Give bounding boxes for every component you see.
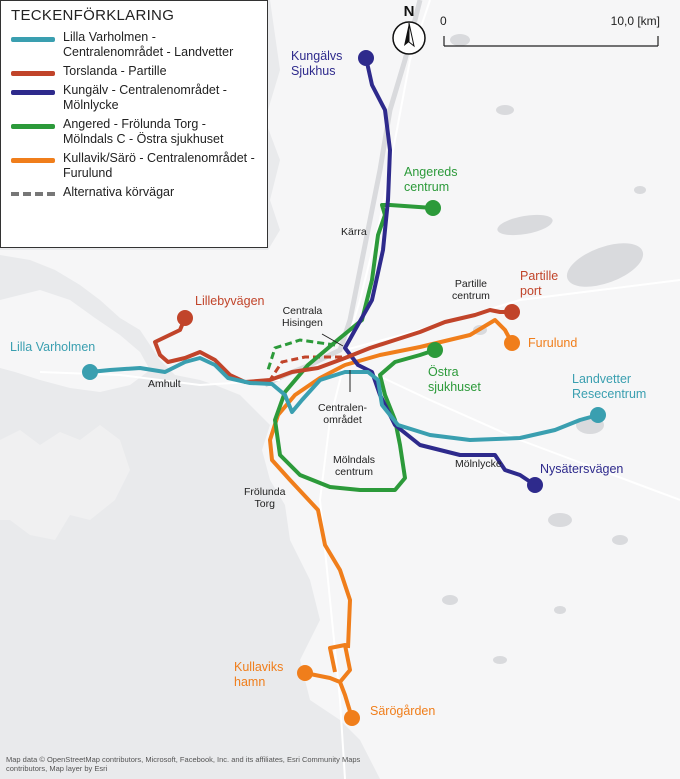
- legend-item-green: Angered - Frölunda Torg - Mölndals C - Ö…: [11, 117, 257, 147]
- legend-item-purple: Kungälv - Centralenområdet - Mölnlycke: [11, 83, 257, 113]
- label-lilla-varholmen: Lilla Varholmen: [10, 340, 96, 354]
- route-red: [153, 308, 512, 384]
- legend-label: Alternativa körvägar: [63, 185, 175, 199]
- compass-icon: [392, 21, 426, 55]
- legend-swatch-orange: [11, 158, 55, 163]
- stop-nysatersvagen: [527, 477, 543, 493]
- alt-route-green: [266, 338, 336, 371]
- alt-route-red: [268, 355, 342, 381]
- legend-title: TECKENFÖRKLARING: [11, 7, 175, 24]
- terminal-stops: [82, 50, 606, 726]
- legend-swatch-red: [11, 71, 55, 76]
- legend-swatch-purple: [11, 90, 55, 95]
- label-molndals-centrum: Mölndals centrum: [333, 454, 376, 478]
- label-karra: Kärra: [341, 226, 367, 238]
- north-arrow: N: [391, 4, 427, 58]
- stop-ostra-sjukhuset: [427, 342, 443, 358]
- label-furulund: Furulund: [528, 336, 578, 350]
- legend-item-alternative: Alternativa körvägar: [11, 185, 257, 200]
- legend-label: Kungälv - Centralenområdet - Mölnlycke: [63, 83, 227, 112]
- route-teal: [89, 356, 599, 442]
- legend-swatch-dashed: [11, 192, 55, 196]
- route-green: [273, 203, 436, 492]
- label-partille-port: Partille port: [520, 269, 559, 298]
- label-nysatersvagen: Nysätersvägen: [540, 462, 624, 476]
- label-kungalvs-sjukhus: Kungälvs Sjukhus: [291, 49, 343, 78]
- map-legend: TECKENFÖRKLARING Lilla Varholmen - Centr…: [0, 0, 268, 248]
- label-ostra-sjukhuset: Östra sjukhuset: [428, 365, 481, 394]
- label-kullaviks-hamn: Kullaviks hamn: [234, 660, 284, 689]
- label-centrala-hisingen: Centrala Hisingen: [282, 305, 323, 329]
- stop-kungalvs-sjukhus: [358, 50, 374, 66]
- label-centralenomradet: Centralen- området: [318, 402, 368, 426]
- scale-end-label: 10,0 [km]: [610, 14, 660, 28]
- label-lillebyvagen: Lillebyvägen: [195, 294, 265, 308]
- land-hisingen-west: [0, 290, 150, 392]
- stop-furulund: [504, 335, 520, 351]
- label-partille-centrum: Partille centrum: [452, 278, 490, 302]
- scale-start-label: 0: [440, 14, 447, 28]
- label-frolunda-torg: Frölunda Torg: [244, 486, 286, 510]
- stop-partille-port: [504, 304, 520, 320]
- label-sarogarden: Särögården: [370, 704, 436, 718]
- legend-label: Lilla Varholmen - Centralenområdet - Lan…: [63, 30, 234, 59]
- alternative-routes: [266, 338, 342, 381]
- route-purple: [343, 57, 537, 487]
- legend-label: Torslanda - Partille: [63, 64, 167, 78]
- north-label: N: [403, 3, 415, 20]
- stop-landvetter: [590, 407, 606, 423]
- legend-swatch-teal: [11, 37, 55, 42]
- legend-label: Angered - Frölunda Torg - Mölndals C - Ö…: [63, 117, 224, 146]
- map-attribution: Map data © OpenStreetMap contributors, M…: [6, 755, 361, 773]
- label-landvetter-resecentrum: Landvetter Resecentrum: [572, 372, 647, 401]
- stop-sarogarden: [344, 710, 360, 726]
- legend-swatch-green: [11, 124, 55, 129]
- stop-kullaviks-hamn: [297, 665, 313, 681]
- stop-lillebyvagen: [177, 310, 193, 326]
- label-angereds-centrum: Angereds centrum: [404, 165, 458, 194]
- stop-angereds-centrum: [425, 200, 441, 216]
- legend-item-teal: Lilla Varholmen - Centralenområdet - Lan…: [11, 30, 257, 60]
- legend-item-red: Torslanda - Partille: [11, 64, 257, 79]
- scale-bar: 0 10,0 [km]: [440, 14, 660, 54]
- land-west-islands: [0, 425, 130, 540]
- label-molnlycke: Mölnlycke: [455, 458, 502, 470]
- legend-item-orange: Kullavik/Särö - Centralenområdet - Furul…: [11, 151, 257, 181]
- legend-label: Kullavik/Särö - Centralenområdet - Furul…: [63, 151, 255, 180]
- label-leaders: [321, 333, 351, 392]
- river-gota-alv: [263, 0, 423, 388]
- route-orange: [268, 318, 514, 719]
- scale-bar-line: [443, 36, 659, 47]
- stop-lilla-varholmen: [82, 364, 98, 380]
- label-amhult: Amhult: [148, 378, 181, 390]
